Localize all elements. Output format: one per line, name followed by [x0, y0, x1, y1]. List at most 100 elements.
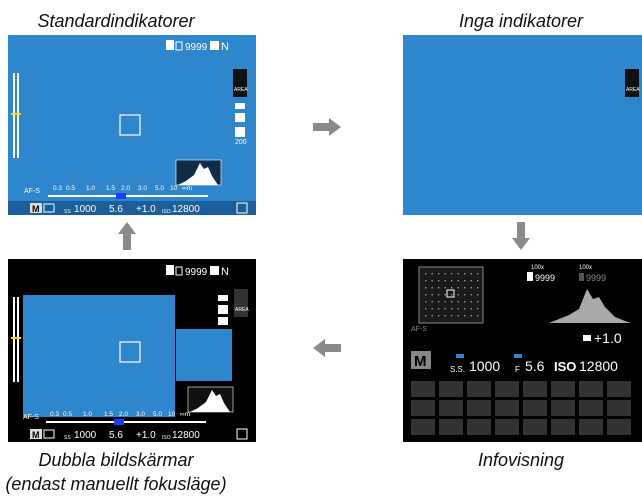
distance-indicator	[114, 419, 124, 425]
ibis-icon	[235, 103, 245, 109]
distance-bar	[46, 421, 206, 423]
film-sim-icon	[218, 305, 228, 314]
af-point	[438, 294, 440, 296]
mode-badge-bg	[30, 429, 42, 439]
screen-dual-overlay: 9999 N AREA AF-S 0.3 0.5 1.0 1.5 2.0 3.0…	[11, 265, 249, 441]
af-point	[444, 301, 446, 303]
iso-value: 12800	[172, 204, 200, 215]
mode-badge-bg	[30, 203, 42, 213]
iso-value: 12800	[579, 358, 618, 374]
af-point	[425, 301, 427, 303]
af-point	[425, 308, 427, 310]
af-point	[444, 273, 446, 275]
shutter-speed: 1000	[74, 430, 97, 441]
af-point	[431, 315, 433, 317]
arrow-left-icon	[313, 339, 341, 357]
battery-icon	[236, 428, 248, 440]
card-slot-icon	[527, 272, 533, 281]
dist-1: 0.5	[63, 411, 72, 418]
iso-prefix: ISO	[554, 359, 576, 374]
shutter-prefix: SS	[64, 209, 71, 215]
dual-focus-view	[176, 329, 232, 381]
settings-cell	[523, 419, 547, 435]
settings-cell	[467, 400, 491, 416]
af-point	[425, 280, 427, 282]
dist-1: 0.5	[66, 185, 75, 192]
shutter-prefix: SS	[64, 435, 71, 441]
dynamic-range: 200	[235, 139, 247, 146]
af-point	[477, 280, 479, 282]
iso-value: 12800	[172, 430, 200, 441]
dr-icon	[235, 127, 245, 137]
card-slot2-icon	[175, 41, 183, 51]
settings-cell	[439, 419, 463, 435]
shutter-speed: 1000	[74, 204, 97, 215]
caption-standard: Standardindikatorer	[37, 11, 195, 31]
dist-3: 1.5	[104, 411, 113, 418]
af-area-badge	[233, 69, 247, 97]
settings-cell	[607, 419, 631, 435]
af-point	[464, 280, 466, 282]
af-point	[451, 273, 453, 275]
arrow-right-icon	[313, 118, 341, 136]
caption-info: Infovisning	[477, 450, 565, 470]
af-point	[431, 280, 433, 282]
af-area-badge	[234, 289, 248, 317]
dist-2: 1.0	[83, 411, 92, 418]
dist-0: 0.3	[53, 185, 62, 192]
bottom-strip	[8, 201, 256, 215]
exposure-comp: +1.0	[136, 204, 156, 215]
screen-standard-overlay: 9999 N AREA 200 AF-S 0.3 0.5 1.0 1.5 2.0…	[8, 40, 256, 215]
aperture: 5.6	[525, 358, 545, 374]
image-quality: N	[221, 266, 229, 278]
count-left: 9999	[535, 273, 555, 283]
settings-cell	[523, 381, 547, 397]
af-point	[470, 287, 472, 289]
shutter-speed: 1000	[469, 358, 500, 374]
af-point	[438, 273, 440, 275]
af-selected-point	[446, 289, 455, 298]
af-point	[470, 294, 472, 296]
settings-cell	[495, 400, 519, 416]
zoom-left: 100x	[531, 265, 544, 271]
settings-cell	[579, 419, 603, 435]
histogram-curve	[549, 289, 631, 323]
focus-frame	[119, 341, 141, 363]
iso-prefix: ISO	[162, 435, 171, 441]
shutter-prefix: S.S.	[450, 365, 465, 374]
af-point	[431, 308, 433, 310]
af-point	[438, 301, 440, 303]
mode-badge: M	[32, 204, 40, 214]
af-point	[470, 308, 472, 310]
shutter-icon	[456, 354, 464, 358]
image-size-icon	[210, 266, 219, 275]
focus-mode: AF-S	[24, 188, 40, 195]
settings-cell	[551, 400, 575, 416]
card-slot2-icon	[579, 273, 584, 281]
dist-8: ∞m	[180, 411, 190, 418]
af-point	[470, 301, 472, 303]
mode-badge: M	[414, 353, 427, 370]
dist-8: ∞m	[182, 185, 192, 192]
af-point	[425, 315, 427, 317]
af-point	[444, 294, 446, 296]
af-point	[457, 273, 459, 275]
screen-none-overlay: AREA	[625, 69, 640, 97]
af-point	[477, 308, 479, 310]
histogram-curve	[178, 163, 218, 185]
settings-cell	[607, 381, 631, 397]
settings-cell	[439, 381, 463, 397]
exposure-comp-icon	[583, 335, 591, 341]
af-point	[444, 308, 446, 310]
af-point	[477, 294, 479, 296]
af-point	[431, 294, 433, 296]
distance-scale-labels: 0.3 0.5 1.0 1.5 2.0 3.0 5.0 10 ∞m	[50, 411, 190, 418]
settings-cell	[411, 381, 435, 397]
af-area-label: AREA	[234, 87, 248, 93]
dist-3: 1.5	[106, 185, 115, 192]
af-point	[457, 308, 459, 310]
af-point	[438, 308, 440, 310]
af-point	[457, 315, 459, 317]
af-point	[477, 287, 479, 289]
film-sim-icon	[235, 113, 245, 122]
